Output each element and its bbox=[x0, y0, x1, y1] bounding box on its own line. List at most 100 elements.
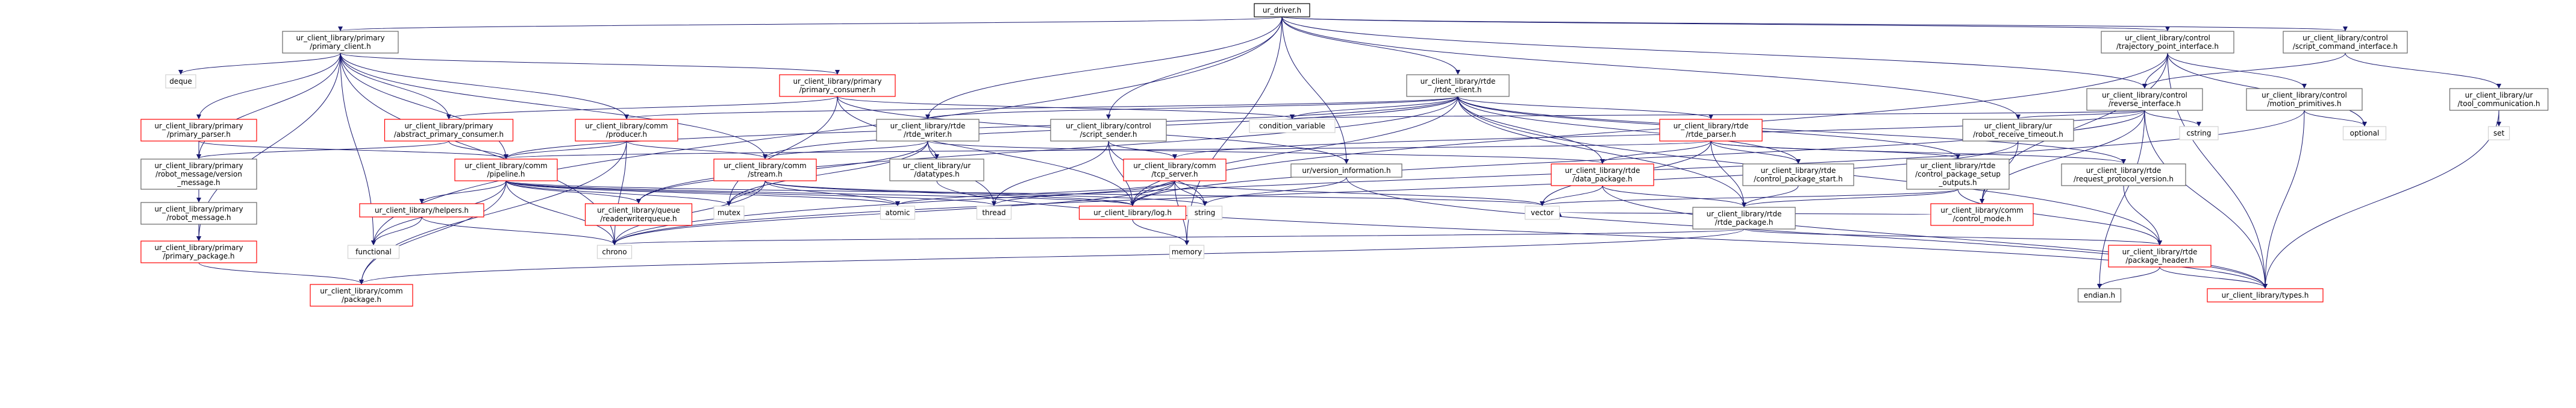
node-box bbox=[779, 74, 896, 97]
graph-node-condvar[interactable]: condition_variable bbox=[1249, 119, 1336, 133]
graph-node-control-setup[interactable]: ur_client_library/rtde/control_package_s… bbox=[1906, 158, 2010, 190]
node-label: /rtde_client.h bbox=[1434, 86, 1481, 94]
graph-node-atomic[interactable]: atomic bbox=[880, 206, 916, 220]
graph-node-mutex[interactable]: mutex bbox=[713, 206, 745, 220]
node-label: /abstract_primary_consumer.h bbox=[394, 130, 504, 139]
graph-node-pipeline[interactable]: ur_client_library/comm/pipeline.h bbox=[454, 158, 558, 181]
graph-node-endian[interactable]: endian.h bbox=[2077, 288, 2122, 303]
edge-rtde-writer-to-data-package bbox=[927, 140, 1605, 164]
edge-rtde-client-to-pipeline bbox=[504, 96, 1458, 159]
graph-node-deque[interactable]: deque bbox=[165, 74, 196, 89]
edge-package-header-to-types bbox=[2159, 266, 2268, 289]
node-box bbox=[347, 245, 400, 259]
graph-node-datatypes[interactable]: ur_client_library/ur/datatypes.h bbox=[889, 158, 984, 181]
graph-node-reader-writer-queue[interactable]: ur_client_library/queue/readerwriterqueu… bbox=[584, 203, 693, 226]
graph-node-comm-package[interactable]: ur_client_library/comm/package.h bbox=[310, 284, 413, 307]
graph-node-control-start[interactable]: ur_client_library/rtde/control_package_s… bbox=[1742, 163, 1854, 186]
graph-node-rtde-parser[interactable]: ur_client_library/rtde/rtde_parser.h bbox=[1659, 119, 1763, 142]
graph-node-motion-prims[interactable]: ur_client_library/control/motion_primiti… bbox=[2246, 88, 2363, 111]
graph-node-primary-package[interactable]: ur_client_library/primary/primary_packag… bbox=[140, 240, 257, 263]
graph-node-robot-msg-version[interactable]: ur_client_library/primary/robot_message/… bbox=[140, 158, 257, 190]
edge-reverse-iface-to-cstring bbox=[2144, 110, 2201, 127]
edge-helpers-to-chrono bbox=[421, 216, 617, 245]
graph-node-abstract-consumer[interactable]: ur_client_library/primary/abstract_prima… bbox=[384, 119, 514, 142]
node-label: ur_driver.h bbox=[1263, 6, 1301, 14]
node-box bbox=[2283, 31, 2408, 54]
edge-pipeline-to-reader-writer-queue bbox=[505, 180, 641, 204]
graph-node-set[interactable]: set bbox=[2487, 126, 2510, 140]
graph-node-thread[interactable]: thread bbox=[976, 206, 1012, 220]
graph-node-functional[interactable]: functional bbox=[347, 245, 400, 259]
edge-script-cmd-to-reverse-iface bbox=[2142, 52, 2346, 89]
edge-rtde-parser-to-data-package bbox=[1600, 140, 1712, 164]
graph-node-tool-comm[interactable]: ur_client_library/ur/tool_communication.… bbox=[2449, 88, 2549, 111]
node-label: /robot_message/version bbox=[155, 170, 242, 178]
node-box bbox=[2342, 126, 2387, 140]
graph-node-robot-message[interactable]: ur_client_library/primary/robot_message.… bbox=[140, 202, 257, 225]
edge-pipeline-to-chrono bbox=[505, 180, 617, 245]
graph-node-producer[interactable]: ur_client_library/comm/producer.h bbox=[575, 119, 678, 142]
node-label: string bbox=[1195, 209, 1215, 217]
node-label: ur_client_library/comm bbox=[585, 122, 667, 130]
graph-node-script-cmd[interactable]: ur_client_library/control/script_command… bbox=[2283, 31, 2408, 54]
graph-node-primary-client[interactable]: ur_client_library/primary/primary_client… bbox=[282, 31, 399, 54]
edge-abstract-consumer-to-robot-msg-version bbox=[196, 140, 449, 159]
graph-node-rtde-writer[interactable]: ur_client_library/rtde/rtde_writer.h bbox=[876, 119, 980, 142]
edge-motion-prims-to-types bbox=[2263, 110, 2305, 289]
node-label: cstring bbox=[2186, 129, 2211, 137]
node-label: /control_package_start.h bbox=[1754, 175, 1843, 183]
edge-driver-to-primary-client bbox=[339, 16, 1283, 31]
graph-node-log[interactable]: ur_client_library/log.h bbox=[1078, 206, 1187, 220]
node-label: ur_client_library/primary bbox=[154, 243, 243, 252]
node-box bbox=[140, 240, 257, 263]
node-box bbox=[1254, 3, 1310, 17]
edge-reverse-iface-to-condvar bbox=[1290, 110, 2145, 119]
edge-driver-to-script-cmd bbox=[1281, 16, 2347, 31]
graph-node-robot-receive[interactable]: ur_client_library/ur/robot_receive_timeo… bbox=[1962, 119, 2074, 142]
graph-node-types[interactable]: ur_client_library/types.h bbox=[2207, 288, 2324, 303]
graph-node-data-package[interactable]: ur_client_library/rtde/data_package.h bbox=[1551, 163, 1654, 186]
graph-node-optional[interactable]: optional bbox=[2342, 126, 2387, 140]
graph-node-memory[interactable]: memory bbox=[1169, 245, 1205, 259]
graph-node-stream[interactable]: ur_client_library/comm/stream.h bbox=[713, 158, 817, 181]
node-label: ur_client_library/primary bbox=[793, 77, 881, 86]
node-label: /script_sender.h bbox=[1080, 130, 1137, 139]
node-box bbox=[2077, 288, 2122, 303]
graph-node-primary-parser[interactable]: ur_client_library/primary/primary_parser… bbox=[140, 119, 257, 142]
graph-node-version-info[interactable]: ur/version_information.h bbox=[1290, 163, 1402, 178]
node-label: vector bbox=[1531, 209, 1554, 217]
graph-node-driver[interactable]: ur_driver.h bbox=[1254, 3, 1310, 17]
graph-node-rtde-client[interactable]: ur_client_library/rtde/rtde_client.h bbox=[1406, 74, 1510, 97]
graph-node-helpers[interactable]: ur_client_library/helpers.h bbox=[359, 203, 484, 218]
graph-node-rtde-package[interactable]: ur_client_library/rtde/rtde_package.h bbox=[1692, 207, 1796, 230]
graph-node-vector[interactable]: vector bbox=[1524, 206, 1560, 220]
graph-node-reverse-iface[interactable]: ur_client_library/control/reverse_interf… bbox=[2086, 88, 2203, 111]
node-box bbox=[1290, 163, 1402, 178]
edge-primary-package-to-comm-package bbox=[198, 262, 364, 284]
graph-node-control-mode[interactable]: ur_client_library/comm/control_mode.h bbox=[1930, 203, 2034, 226]
node-label: /motion_primitives.h bbox=[2267, 99, 2341, 108]
edge-control-start-to-rtde-package bbox=[1742, 185, 1799, 207]
edge-driver-to-functional bbox=[371, 16, 1283, 245]
graph-node-package-header[interactable]: ur_client_library/rtde/package_header.h bbox=[2108, 245, 2212, 268]
node-label: ur_client_library/rtde bbox=[1921, 162, 1996, 170]
graph-node-string[interactable]: string bbox=[1187, 206, 1223, 220]
graph-node-cstring[interactable]: cstring bbox=[2179, 126, 2219, 140]
edge-rtde-package-to-package-header bbox=[1743, 228, 2162, 245]
graph-node-trajectory[interactable]: ur_client_library/control/trajectory_poi… bbox=[2101, 31, 2234, 54]
node-label: memory bbox=[1172, 248, 1202, 256]
edge-pipeline-to-vector bbox=[505, 180, 1545, 206]
node-label: ur/version_information.h bbox=[1302, 166, 1390, 175]
graph-node-primary-consumer[interactable]: ur_client_library/primary/primary_consum… bbox=[779, 74, 896, 97]
graph-node-script-sender[interactable]: ur_client_library/control/script_sender.… bbox=[1050, 119, 1167, 142]
graph-node-chrono[interactable]: chrono bbox=[596, 245, 633, 259]
node-label: /primary_package.h bbox=[163, 252, 234, 260]
node-box bbox=[2108, 245, 2212, 268]
graph-node-tcp-server[interactable]: ur_client_library/comm/tcp_server.h bbox=[1123, 158, 1227, 181]
graph-node-request-protocol[interactable]: ur_client_library/rtde/request_protocol_… bbox=[2061, 163, 2186, 186]
node-label: ur_client_library/control bbox=[2102, 91, 2187, 99]
edge-driver-to-rtde-writer bbox=[925, 16, 1283, 119]
node-label: ur_client_library/rtde bbox=[1707, 210, 1782, 218]
edge-primary-consumer-to-condvar bbox=[837, 96, 1295, 119]
edge-rtde-writer-to-datatypes bbox=[927, 140, 939, 159]
